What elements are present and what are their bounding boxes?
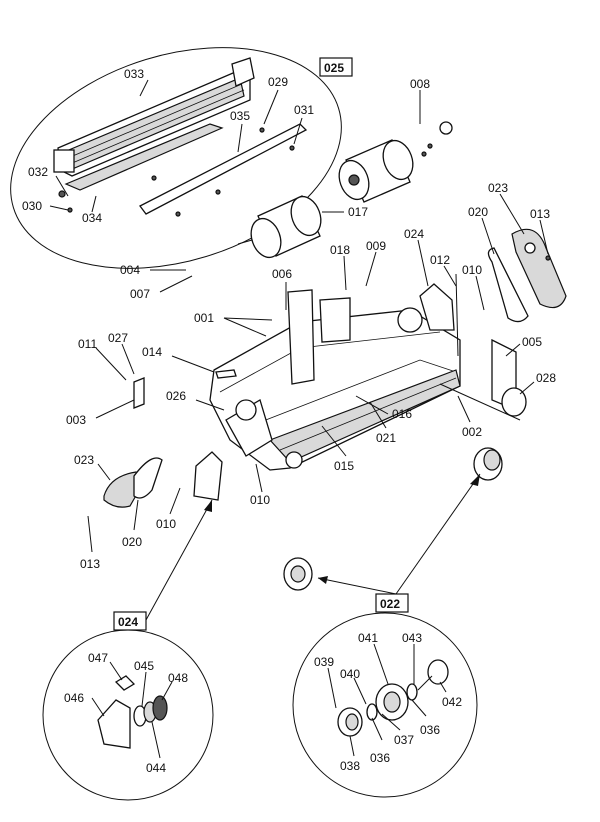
detail-group-024 — [42, 629, 214, 801]
part-label-031: 031 — [294, 103, 314, 117]
part-label-017: 017 — [348, 205, 368, 219]
motor-017 — [237, 195, 322, 259]
part-label-006: 006 — [272, 267, 292, 281]
part-label-043: 043 — [402, 631, 422, 645]
part-label-028: 028 — [536, 371, 556, 385]
part-label-010-left: 010 — [156, 517, 176, 531]
part-label-038: 038 — [340, 759, 360, 773]
roller-028 — [501, 387, 527, 417]
callout-label-025: 025 — [324, 61, 344, 75]
part-label-011: 011 — [78, 337, 97, 351]
part-label-004: 004 — [120, 263, 140, 277]
belt-pulley-right — [487, 228, 567, 323]
part-label-012: 012 — [430, 253, 450, 267]
part-label-041: 041 — [358, 631, 378, 645]
filter-034 — [64, 123, 224, 191]
callout-box-025: 025 — [319, 57, 353, 77]
part-label-018: 018 — [330, 243, 350, 257]
part-label-013-left: 013 — [80, 557, 100, 571]
part-label-002: 002 — [462, 425, 482, 439]
main-chassis — [209, 289, 461, 471]
detail-group-025 — [10, 47, 342, 269]
gear-022-mid — [283, 557, 313, 591]
part-label-047: 047 — [88, 651, 108, 665]
part-label-016: 016 — [392, 407, 412, 421]
part-label-023-left: 023 — [74, 453, 94, 467]
part-label-023: 023 — [488, 181, 508, 195]
fan-housing-033 — [53, 57, 255, 177]
leader-arrows — [145, 473, 481, 621]
part-label-005: 005 — [522, 335, 542, 349]
part-label-045: 045 — [134, 659, 154, 673]
part-label-009: 009 — [366, 239, 386, 253]
part-label-044: 044 — [146, 761, 166, 775]
fan-024-right — [419, 283, 455, 331]
part-label-015: 015 — [334, 459, 354, 473]
detail-circle-022 — [292, 612, 478, 798]
gear-022-top — [473, 447, 503, 481]
callout-label-024: 024 — [118, 615, 138, 629]
part-label-007: 007 — [130, 287, 150, 301]
detail-ellipse-025 — [10, 47, 342, 269]
part-label-037: 037 — [394, 733, 414, 747]
part-label-021: 021 — [376, 431, 396, 445]
callout-label-022: 022 — [380, 597, 400, 611]
part-label-036-lower: 036 — [370, 751, 390, 765]
belt-020-left — [133, 457, 163, 499]
part-label-003: 003 — [66, 413, 86, 427]
part-label-013: 013 — [530, 207, 550, 221]
strip-035 — [139, 123, 308, 215]
callout-box-022: 022 — [375, 593, 409, 613]
bracket-003 — [133, 377, 145, 409]
rod-014 — [215, 369, 237, 379]
part-label-024: 024 — [404, 227, 424, 241]
part-label-040: 040 — [340, 667, 360, 681]
part-label-046: 046 — [64, 691, 84, 705]
part-label-036: 036 — [420, 723, 440, 737]
part-labels: 033 029 031 035 032 030 034 017 008 023 … — [22, 67, 556, 775]
part-label-008: 008 — [410, 77, 430, 91]
motor-upper — [338, 121, 453, 203]
part-label-010: 010 — [462, 263, 482, 277]
part-label-042: 042 — [442, 695, 462, 709]
part-label-010-mid: 010 — [250, 493, 270, 507]
part-label-029: 029 — [268, 75, 288, 89]
part-label-048: 048 — [168, 671, 188, 685]
part-label-001: 001 — [194, 311, 214, 325]
fan-024-left — [193, 451, 223, 501]
part-label-020-left: 020 — [122, 535, 142, 549]
part-label-020: 020 — [468, 205, 488, 219]
part-label-026: 026 — [166, 389, 186, 403]
part-label-039: 039 — [314, 655, 334, 669]
part-label-030: 030 — [22, 199, 42, 213]
part-label-033: 033 — [124, 67, 144, 81]
callout-box-024: 024 — [113, 611, 147, 631]
part-label-035: 035 — [230, 109, 250, 123]
part-label-014: 014 — [142, 345, 162, 359]
part-label-032: 032 — [28, 165, 48, 179]
part-label-027: 027 — [108, 331, 128, 345]
part-label-034: 034 — [82, 211, 102, 225]
